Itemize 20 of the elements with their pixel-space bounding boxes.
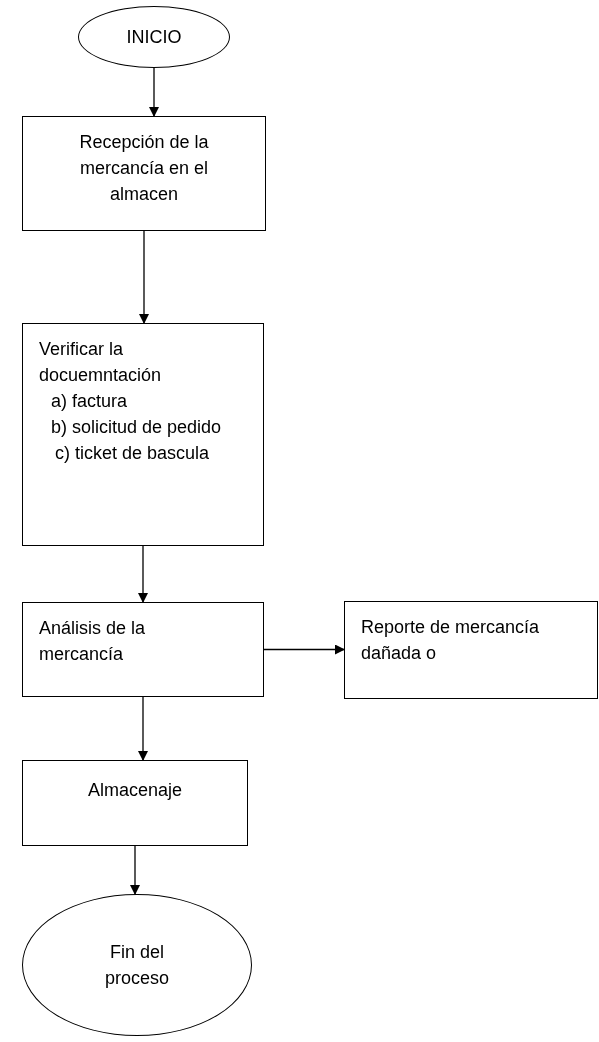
node-text: Fin del proceso xyxy=(103,940,170,990)
arrow xyxy=(130,845,140,895)
node-text: INICIO xyxy=(125,25,183,49)
node-text: Almacenaje xyxy=(86,779,184,802)
arrow xyxy=(138,696,148,761)
process-box xyxy=(22,602,264,697)
node-text: Reporte de mercancía dañada o xyxy=(361,616,541,666)
process-box xyxy=(22,323,264,546)
node-text: Análisis de la mercancía xyxy=(39,617,147,667)
node-text: Recepción de la mercancía en el almacen xyxy=(78,131,210,207)
arrow xyxy=(139,230,149,324)
node-text: a) factura xyxy=(50,390,129,414)
process-box xyxy=(344,601,598,699)
arrow xyxy=(263,644,345,655)
process-box xyxy=(22,760,248,846)
process-box xyxy=(22,116,266,231)
arrow xyxy=(149,67,159,117)
node-text: b) solicitud de pedido xyxy=(50,416,223,440)
arrow xyxy=(138,545,148,603)
node-text: c) ticket de bascula xyxy=(54,442,211,466)
